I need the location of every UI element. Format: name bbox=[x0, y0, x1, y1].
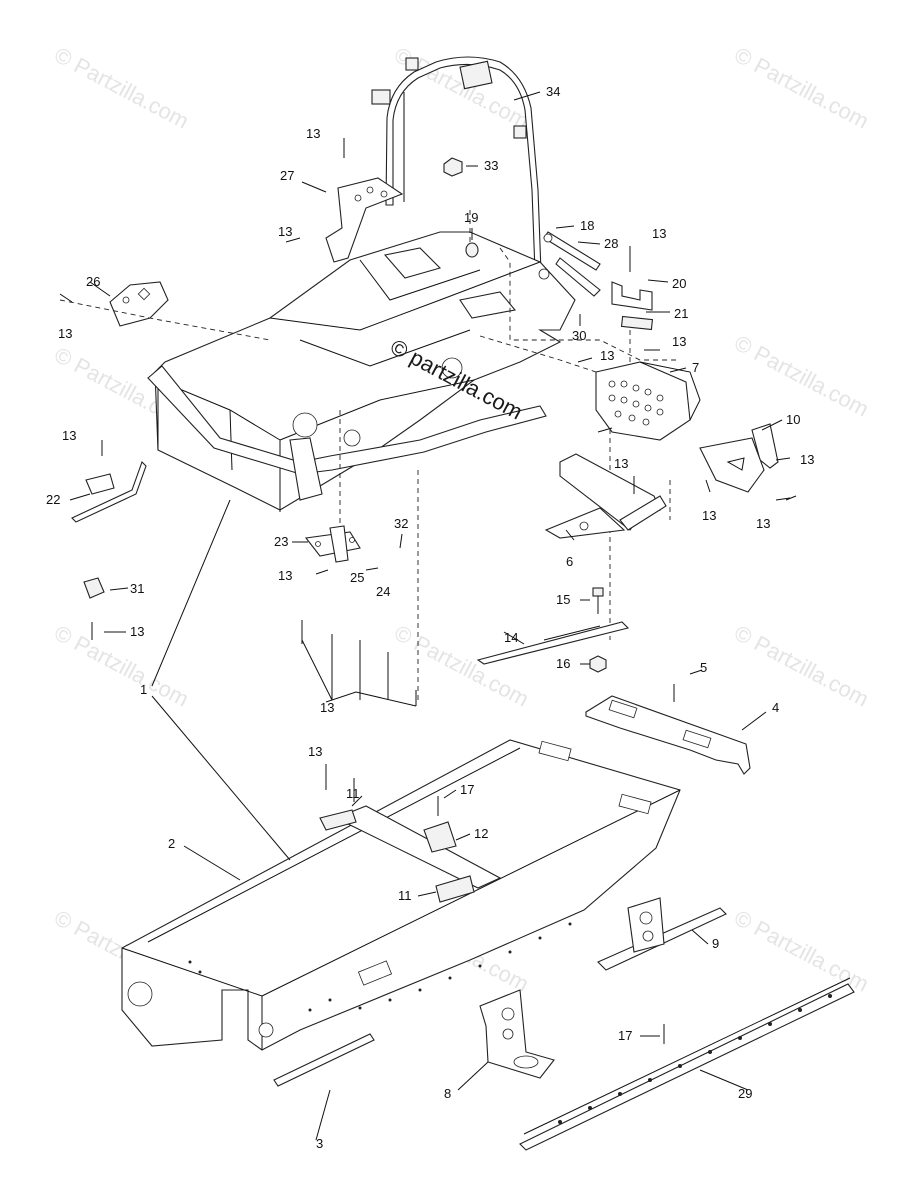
callout-34: 34 bbox=[546, 84, 560, 99]
callout-10: 10 bbox=[786, 412, 800, 427]
bracket-6 bbox=[544, 453, 667, 539]
callout-26: 26 bbox=[86, 274, 100, 289]
callout-13: 13 bbox=[600, 348, 614, 363]
callout-29: 29 bbox=[738, 1086, 752, 1101]
callout-28: 28 bbox=[604, 236, 618, 251]
nut-16 bbox=[589, 655, 607, 673]
callout-19: 19 bbox=[464, 210, 478, 225]
rod-22 bbox=[71, 460, 147, 523]
plate-4 bbox=[585, 695, 751, 775]
callout-13: 13 bbox=[614, 456, 628, 471]
callout-9: 9 bbox=[712, 936, 719, 951]
callout-13: 13 bbox=[756, 516, 770, 531]
bracket-10 bbox=[699, 423, 779, 493]
callout-20: 20 bbox=[672, 276, 686, 291]
callout-5: 5 bbox=[700, 660, 707, 675]
bracket-9 bbox=[597, 897, 727, 971]
callout-17: 17 bbox=[618, 1028, 632, 1043]
steering-support-34 bbox=[371, 56, 542, 273]
alignment-line bbox=[499, 247, 680, 361]
callout-13: 13 bbox=[800, 452, 814, 467]
callout-16: 16 bbox=[556, 656, 570, 671]
callout-13: 13 bbox=[306, 126, 320, 141]
callout-3: 3 bbox=[316, 1136, 323, 1151]
callout-17: 17 bbox=[460, 782, 474, 797]
callout-8: 8 bbox=[444, 1086, 451, 1101]
callout-11: 11 bbox=[346, 786, 360, 801]
callout-25: 25 bbox=[350, 570, 364, 585]
callout-6: 6 bbox=[566, 554, 573, 569]
callout-14: 14 bbox=[504, 630, 518, 645]
callout-21: 21 bbox=[674, 306, 688, 321]
callout-27: 27 bbox=[280, 168, 294, 183]
callout-13: 13 bbox=[278, 568, 292, 583]
clip-31 bbox=[83, 577, 105, 599]
callout-13: 13 bbox=[130, 624, 144, 639]
callout-12: 12 bbox=[474, 826, 488, 841]
callout-15: 15 bbox=[556, 592, 570, 607]
callout-13: 13 bbox=[320, 700, 334, 715]
bracket-8 bbox=[479, 989, 555, 1079]
nut-33 bbox=[443, 157, 463, 177]
bolt-set-18-28-30 bbox=[538, 231, 601, 297]
callout-13: 13 bbox=[702, 508, 716, 523]
callout-labels: 34 13 33 27 19 18 13 13 28 26 20 21 13 3… bbox=[46, 84, 814, 1151]
callout-31: 31 bbox=[130, 581, 144, 596]
callout-23: 23 bbox=[274, 534, 288, 549]
callout-24: 24 bbox=[376, 584, 390, 599]
callout-18: 18 bbox=[580, 218, 594, 233]
callout-32: 32 bbox=[394, 516, 408, 531]
callout-2: 2 bbox=[168, 836, 175, 851]
strip-14 bbox=[476, 621, 630, 665]
washer-19 bbox=[465, 242, 479, 258]
callout-13: 13 bbox=[308, 744, 322, 759]
callout-13: 13 bbox=[672, 334, 686, 349]
leader-lines bbox=[69, 91, 797, 1141]
callout-13: 13 bbox=[278, 224, 292, 239]
alignment-line bbox=[479, 335, 621, 381]
callout-33: 33 bbox=[484, 158, 498, 173]
callout-13: 13 bbox=[652, 226, 666, 241]
bracket-27 bbox=[325, 177, 404, 263]
rail-29 bbox=[519, 977, 855, 1151]
callout-13: 13 bbox=[58, 326, 72, 341]
callout-30: 30 bbox=[572, 328, 586, 343]
screw-13-set bbox=[59, 138, 791, 1044]
bracket-11-upper bbox=[319, 809, 357, 831]
cross-bar-12 bbox=[334, 805, 502, 889]
callout-7: 7 bbox=[692, 360, 699, 375]
plate-26 bbox=[109, 281, 169, 327]
hinge-23 bbox=[304, 525, 361, 563]
rod-3 bbox=[273, 1033, 375, 1087]
bracket-11-lower bbox=[435, 875, 475, 903]
clamp-20-21 bbox=[611, 281, 654, 331]
callout-11: 11 bbox=[398, 888, 412, 903]
callout-1: 1 bbox=[140, 682, 147, 697]
front-frame-1 bbox=[147, 231, 576, 512]
alignment-line bbox=[59, 299, 271, 341]
callout-22: 22 bbox=[46, 492, 60, 507]
bolt-15 bbox=[592, 587, 604, 614]
callout-4: 4 bbox=[772, 700, 779, 715]
callout-13: 13 bbox=[62, 428, 76, 443]
perforated-plate-7 bbox=[595, 361, 701, 441]
